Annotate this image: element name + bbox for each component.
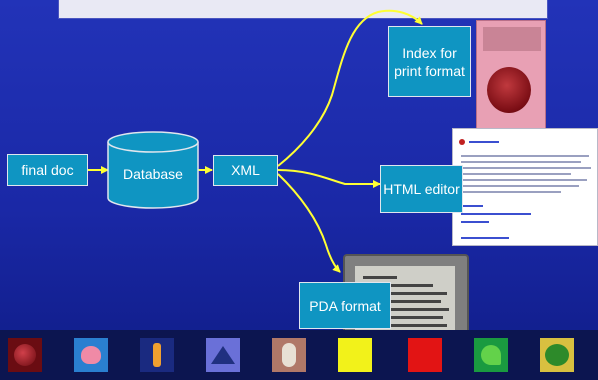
arrow-xml-pda [277,173,341,273]
html-editor-box: HTML editor [380,165,463,213]
database-label: Database [123,165,183,182]
yellow-card-icon [338,338,372,372]
xml-box: XML [213,155,278,186]
arrow-xml-html [277,169,381,188]
apple-image [487,67,531,113]
red-card-icon [408,338,442,372]
xml-label: XML [231,162,260,178]
tree-icon [540,338,574,372]
plant-icon [474,338,508,372]
final-doc-box: final doc [7,154,88,186]
print-format-box: Index for print format [388,26,471,97]
print-format-thumbnail [476,20,546,132]
html-editor-label: HTML editor [383,181,460,197]
bottle-icon [140,338,174,372]
mask-icon [272,338,306,372]
thumbnail-banner [483,27,541,51]
pda-format-box: PDA format [299,282,391,329]
title-bar [58,0,548,19]
html-editor-thumbnail [452,128,598,246]
database-label-holder: Database [108,158,198,190]
apple-icon [8,338,42,372]
pyramid-icon [206,338,240,372]
final-doc-label: final doc [21,161,74,178]
arrow-xml-print [277,9,423,167]
print-format-label: Index for print format [394,44,465,79]
database-cylinder [107,131,199,209]
flower-icon [74,338,108,372]
bullet-icon [459,139,465,145]
pda-format-label: PDA format [309,297,381,314]
